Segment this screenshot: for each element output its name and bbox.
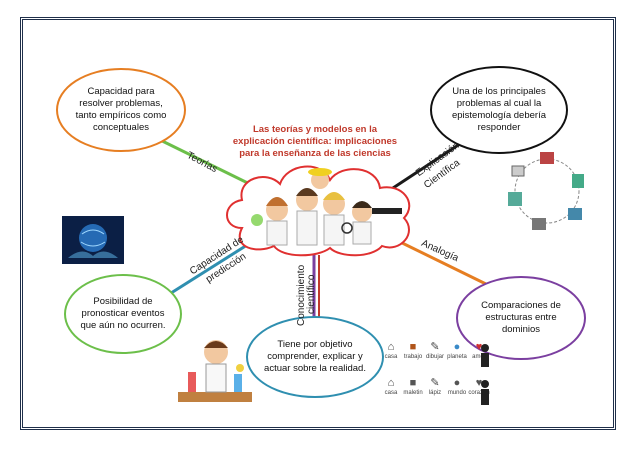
node-problem-solving: Capacidad para resolver problemas, tanto… [56, 68, 186, 152]
line-teorias [149, 133, 259, 190]
page-frame [20, 17, 616, 430]
kids-group [251, 168, 402, 246]
scientist-illustration [178, 340, 252, 402]
label-conocimiento-2: científico [306, 274, 317, 314]
node-epistemology: Una de los principales problemas al cual… [430, 66, 568, 154]
heart-icon: ♥amor [472, 341, 486, 360]
planet-icon: ●planeta [447, 341, 467, 360]
briefcase-icon: ■trabajo [403, 341, 423, 360]
icon-grid: ⌂casa ■trabajo ✎dibujar ●planeta ♥amor ⌂… [380, 340, 500, 412]
line-prediccion [159, 238, 256, 302]
pencil-icon-2: ✎lápiz [428, 377, 442, 396]
line-analogia [391, 236, 489, 287]
pencil-icon: ✎dibujar [425, 341, 444, 360]
briefcase-icon-2: ■maletin [403, 377, 423, 396]
heart-icon-2: ♥corazón [468, 377, 490, 396]
globe-hands-image [62, 216, 124, 264]
scientific-method-diagram [508, 152, 584, 230]
central-title: Las teorías y modelos en la explicación … [232, 124, 398, 159]
home-icon-2: ⌂casa [384, 377, 398, 396]
globe-icon: ●mundo [447, 377, 467, 396]
central-cloud-illustration [226, 165, 411, 257]
node-analogy: Comparaciones de estructuras entre domin… [456, 276, 586, 360]
home-icon: ⌂casa [384, 341, 398, 360]
node-knowledge: Tiene por objetivo comprender, explicar … [246, 316, 384, 398]
person-icons [481, 344, 489, 405]
node-prediction: Posibilidad de pronosticar eventos que a… [64, 274, 182, 354]
